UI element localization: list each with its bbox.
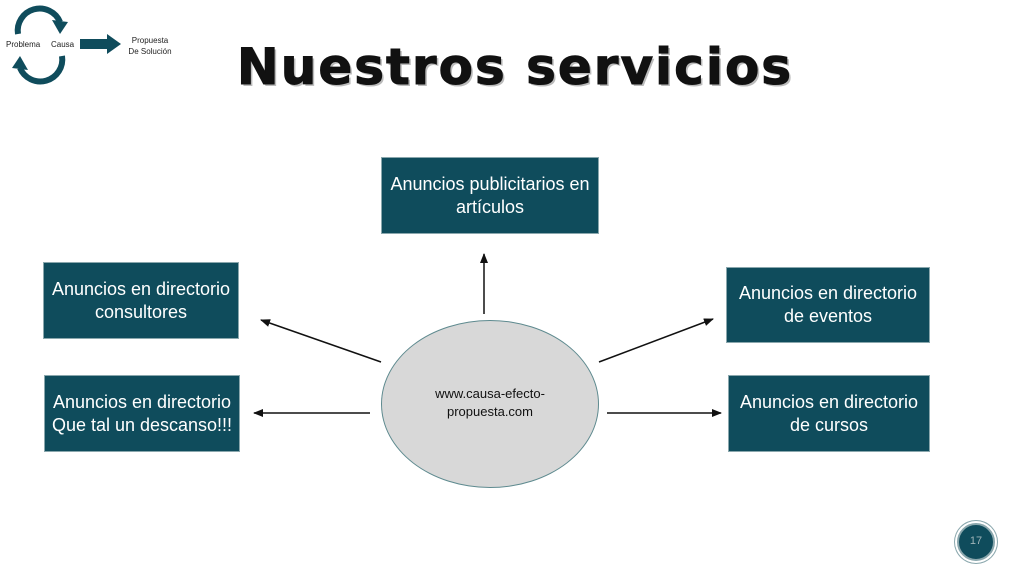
service-box-descanso-label: Anuncios en directorio Que tal un descan… — [51, 391, 233, 435]
cycle-logo: Problema Causa Propuesta De Solución — [0, 0, 190, 95]
logo-causa-label: Causa — [51, 40, 75, 49]
page-title: Nuestros servicios — [236, 38, 794, 97]
service-box-articulos: Anuncios publicitarios en artículos — [381, 157, 599, 234]
logo-propuesta-line1: Propuesta — [131, 36, 169, 45]
page-number-badge: 17 — [957, 523, 995, 561]
right-arrow-icon — [107, 34, 121, 54]
cycle-arrows-icon — [12, 5, 121, 85]
service-box-cursos: Anuncios en directorio de cursos — [728, 375, 930, 452]
service-box-eventos-label: Anuncios en directorio de eventos — [738, 283, 918, 326]
service-box-consultores-label: Anuncios en directorio consultores — [51, 278, 231, 322]
service-box-consultores: Anuncios en directorio consultores — [43, 262, 239, 339]
arrow-to-right-top — [598, 318, 714, 363]
center-url-label: www.causa-efecto-propuesta.com — [435, 386, 545, 419]
service-box-articulos-label: Anuncios publicitarios en artículos — [390, 173, 590, 217]
logo-problema-label: Problema — [6, 40, 41, 49]
service-box-eventos: Anuncios en directorio de eventos — [726, 267, 930, 343]
arrow-to-left-top — [260, 319, 382, 363]
logo-propuesta-label: Propuesta De Solución — [120, 35, 180, 57]
service-box-descanso: Anuncios en directorio Que tal un descan… — [44, 375, 240, 452]
page-number: 17 — [969, 535, 983, 547]
service-box-cursos-label: Anuncios en directorio de cursos — [739, 391, 919, 435]
center-ellipse — [381, 320, 599, 488]
logo-propuesta-line2: De Solución — [128, 47, 172, 56]
